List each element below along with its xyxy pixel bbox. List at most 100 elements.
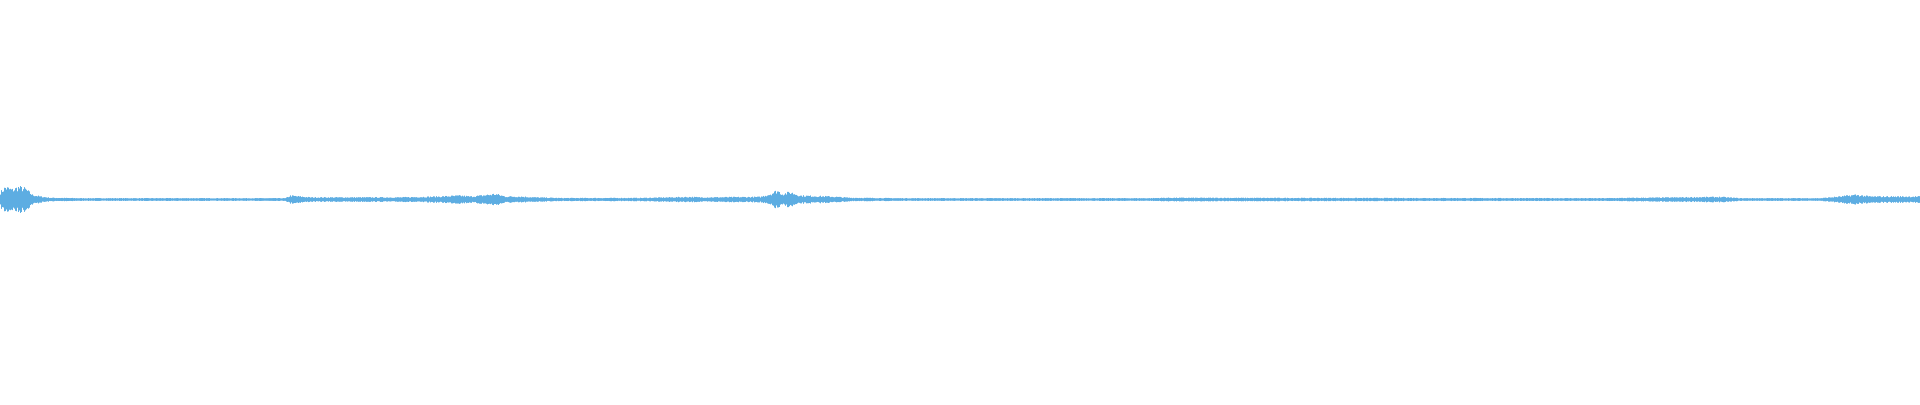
waveform-sample	[1435, 198, 1436, 201]
waveform-sample	[545, 197, 546, 202]
waveform-sample	[415, 197, 416, 202]
waveform-sample	[972, 198, 973, 201]
waveform-sample	[116, 198, 117, 201]
waveform-sample	[1874, 196, 1875, 203]
waveform-sample	[1500, 197, 1501, 202]
waveform-sample	[511, 196, 512, 203]
waveform-sample	[505, 197, 506, 202]
waveform-sample	[846, 197, 847, 202]
waveform-sample	[344, 197, 345, 202]
waveform-sample	[137, 198, 138, 201]
waveform-sample	[1254, 197, 1255, 202]
waveform-sample	[537, 197, 538, 202]
waveform-sample	[241, 198, 242, 201]
waveform-sample	[871, 198, 872, 201]
waveform-sample	[1767, 198, 1768, 201]
waveform-sample	[621, 197, 622, 202]
waveform-sample	[1514, 198, 1515, 201]
waveform-sample	[911, 198, 912, 201]
waveform-sample	[1315, 198, 1316, 201]
waveform-sample	[1386, 197, 1387, 202]
waveform-sample	[214, 198, 215, 201]
waveform-sample	[1170, 197, 1171, 202]
waveform-sample	[1090, 198, 1091, 201]
waveform-sample	[1506, 198, 1507, 201]
waveform-sample	[1264, 197, 1265, 202]
waveform-sample	[270, 198, 271, 201]
waveform-sample	[240, 198, 241, 201]
waveform-sample	[774, 191, 775, 208]
waveform-sample	[666, 197, 667, 202]
waveform-sample	[670, 197, 671, 202]
waveform-sample	[388, 197, 389, 202]
waveform-sample	[763, 195, 764, 204]
waveform-sample	[614, 197, 615, 202]
waveform-sample	[515, 197, 516, 202]
waveform-sample	[1644, 198, 1645, 201]
waveform-sample	[1575, 198, 1576, 201]
waveform-sample	[844, 197, 845, 202]
waveform-sample	[1342, 198, 1343, 201]
waveform-sample	[1237, 198, 1238, 201]
waveform-sample	[881, 198, 882, 201]
waveform-sample	[1371, 198, 1372, 201]
waveform-sample	[152, 198, 153, 201]
waveform-sample	[1717, 197, 1718, 202]
waveform-sample	[1160, 198, 1161, 201]
waveform-sample	[633, 197, 634, 202]
waveform-sample	[532, 197, 533, 202]
waveform-sample	[1859, 196, 1860, 203]
waveform-sample	[1681, 197, 1682, 202]
waveform-sample	[438, 196, 439, 203]
waveform-sample	[166, 198, 167, 201]
waveform-sample	[1181, 197, 1182, 202]
waveform-sample	[1052, 198, 1053, 201]
waveform-sample	[1143, 198, 1144, 201]
waveform-sample	[272, 198, 273, 201]
waveform-sample	[1913, 196, 1914, 203]
waveform-sample	[1184, 197, 1185, 202]
waveform-sample	[507, 197, 508, 202]
waveform-sample	[848, 197, 849, 202]
waveform-sample	[68, 197, 69, 202]
waveform-sample	[349, 197, 350, 202]
waveform-sample	[357, 197, 358, 202]
waveform-sample	[1460, 198, 1461, 201]
waveform-sample	[1300, 198, 1301, 201]
waveform-sample	[450, 196, 451, 203]
waveform-sample	[1139, 198, 1140, 201]
waveform-sample	[1278, 197, 1279, 202]
waveform-sample	[1732, 198, 1733, 201]
waveform-sample	[443, 196, 444, 203]
waveform-sample	[1524, 198, 1525, 201]
waveform-sample	[1614, 198, 1615, 201]
waveform-sample	[381, 197, 382, 202]
waveform-sample	[989, 198, 990, 201]
waveform-sample	[1180, 197, 1181, 202]
waveform-sample	[324, 197, 325, 202]
waveform-sample	[161, 198, 162, 201]
waveform-sample	[243, 198, 244, 201]
waveform-sample	[1862, 195, 1863, 204]
waveform-sample	[487, 194, 488, 205]
waveform-sample	[1578, 198, 1579, 201]
waveform-sample	[300, 196, 301, 203]
waveform-sample	[1434, 198, 1435, 201]
waveform-sample	[1095, 198, 1096, 201]
waveform-sample	[1101, 198, 1102, 201]
waveform-sample	[1579, 198, 1580, 201]
waveform-sample	[1208, 197, 1209, 202]
waveform-sample	[27, 190, 28, 209]
waveform-sample	[197, 198, 198, 201]
waveform-sample	[31, 194, 32, 205]
waveform-sample	[582, 197, 583, 202]
waveform-sample	[561, 197, 562, 202]
waveform-sample	[1365, 198, 1366, 201]
waveform-sample	[1509, 198, 1510, 201]
waveform-sample	[1525, 198, 1526, 201]
waveform-sample	[439, 196, 440, 203]
waveform-sample	[1701, 197, 1702, 202]
waveform-sample	[1884, 197, 1885, 202]
